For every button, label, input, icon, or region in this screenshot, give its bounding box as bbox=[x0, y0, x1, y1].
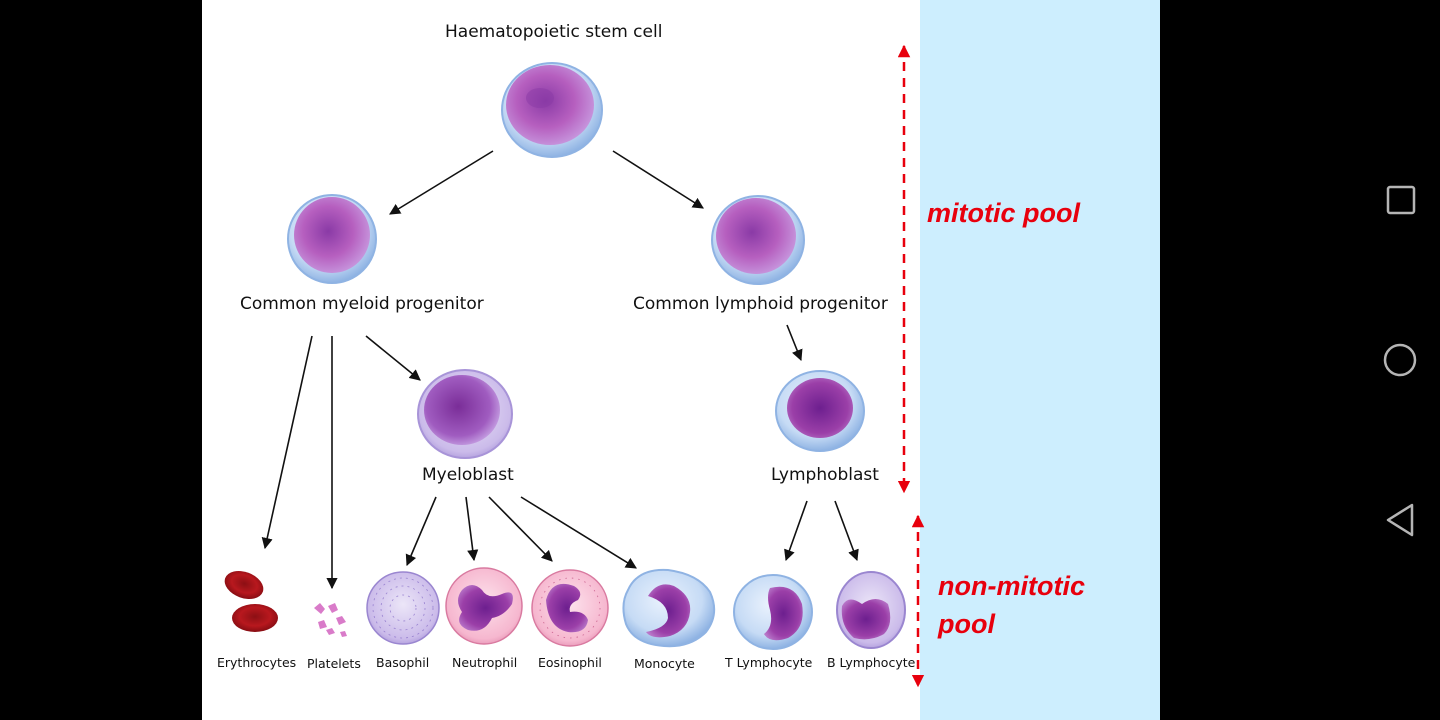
neutrophil-label: Neutrophil bbox=[452, 655, 518, 670]
b-lymphocyte-label: B Lymphocyte bbox=[827, 655, 916, 670]
basophil-icon bbox=[366, 571, 440, 645]
mitotic-pool-label: mitotic pool bbox=[927, 198, 1080, 228]
erythrocytes-label: Erythrocytes bbox=[217, 655, 297, 670]
monocyte-label: Monocyte bbox=[634, 656, 695, 671]
eosinophil-label: Eosinophil bbox=[538, 655, 602, 670]
recents-icon[interactable] bbox=[1386, 185, 1416, 215]
monocyte-icon bbox=[622, 568, 716, 648]
myeloid-progenitor-icon bbox=[287, 194, 377, 284]
lymphoblast-icon bbox=[775, 370, 865, 452]
b-lymphocyte-icon bbox=[836, 571, 906, 649]
lymphoblast-label: Lymphoblast bbox=[771, 465, 879, 485]
platelets-label: Platelets bbox=[307, 656, 361, 671]
lineage-arrows bbox=[261, 150, 859, 590]
neutrophil-icon bbox=[445, 567, 523, 645]
pool-panel bbox=[920, 0, 1160, 720]
non-mitotic-pool-label-line2: pool bbox=[938, 609, 995, 639]
basophil-label: Basophil bbox=[376, 655, 430, 670]
lymphoid-progenitor-label: Common lymphoid progenitor bbox=[633, 294, 888, 314]
platelets-icon bbox=[314, 603, 347, 637]
lymphoid-progenitor-icon bbox=[711, 195, 805, 285]
t-lymphocyte-label: T Lymphocyte bbox=[725, 655, 813, 670]
myeloblast-icon bbox=[417, 369, 513, 459]
eosinophil-icon bbox=[531, 569, 609, 647]
stem-cell-label: Haematopoietic stem cell bbox=[445, 22, 663, 42]
myeloblast-label: Myeloblast bbox=[422, 465, 514, 485]
left-black-bar bbox=[0, 0, 202, 720]
t-lymphocyte-icon bbox=[733, 574, 813, 650]
stem-cell-icon bbox=[501, 62, 603, 158]
myeloid-progenitor-label: Common myeloid progenitor bbox=[240, 294, 484, 314]
android-navigation-bar bbox=[1160, 0, 1440, 720]
home-icon[interactable] bbox=[1383, 343, 1417, 377]
erythrocytes-icon bbox=[224, 570, 278, 632]
back-icon[interactable] bbox=[1386, 503, 1414, 537]
non-mitotic-pool-label-line1: non-mitotic bbox=[938, 571, 1085, 601]
